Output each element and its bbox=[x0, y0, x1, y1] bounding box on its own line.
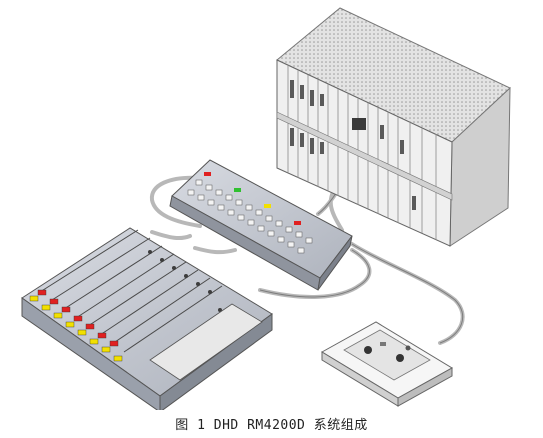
system-diagram bbox=[21, 7, 511, 410]
audio-rack-frame bbox=[276, 7, 511, 247]
mixing-console bbox=[21, 227, 273, 410]
remote-control-box bbox=[321, 321, 453, 407]
button-panel bbox=[169, 159, 353, 291]
figure-caption: 图 1 DHD RM4200D 系统组成 bbox=[175, 418, 368, 433]
